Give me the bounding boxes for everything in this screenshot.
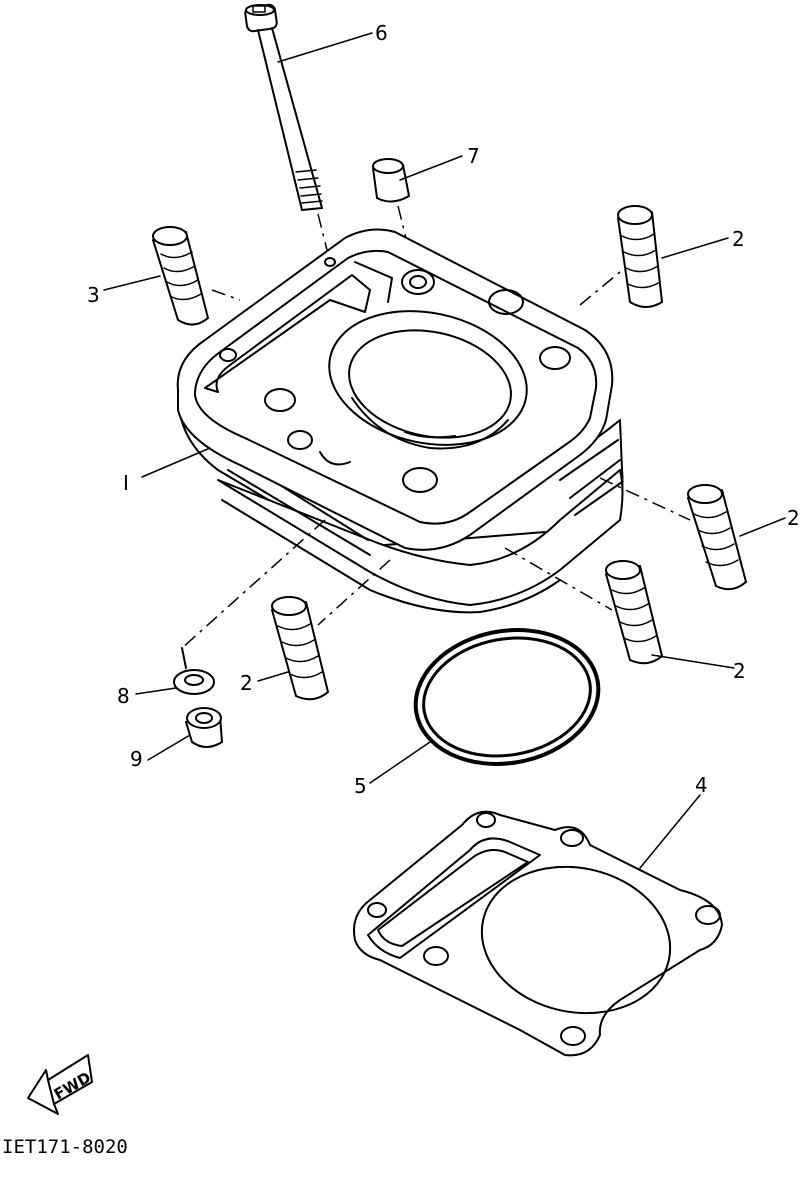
washer-part-8	[173, 519, 326, 695]
gasket-part-4	[353, 810, 723, 1057]
o-ring-part-5	[413, 628, 601, 766]
callout-3: 3	[87, 283, 100, 307]
callout-2-right: 2	[787, 506, 800, 530]
nut-part-9	[185, 707, 223, 748]
stud-part-2-top-right	[579, 205, 663, 308]
dowel-part-7	[372, 158, 413, 263]
stud-part-2-right	[599, 477, 747, 591]
callout-2-top-right: 2	[732, 227, 745, 251]
stud-part-3	[152, 226, 241, 326]
callout-8: 8	[117, 684, 130, 708]
callout-2-bottom-left: 2	[240, 671, 253, 695]
drawing-code: IET171-8020	[2, 1136, 128, 1158]
leader-lines	[103, 32, 786, 869]
bolt-part-6	[244, 3, 331, 263]
callout-7: 7	[467, 144, 480, 168]
callout-6: 6	[375, 21, 388, 45]
callout-1: I	[123, 471, 129, 495]
forward-arrow-icon: FWD	[27, 1054, 94, 1115]
callout-numbers: 6 7 2 3 I 2 2 2 8 9 5 4	[87, 21, 800, 798]
stud-part-2-bottom-right	[504, 547, 663, 665]
callout-2-bottom-right: 2	[733, 659, 746, 683]
callout-5: 5	[354, 774, 367, 798]
cylinder-block-part-1	[176, 228, 624, 614]
stud-part-2-bottom-left	[271, 559, 391, 701]
callout-4: 4	[695, 773, 708, 797]
callout-9: 9	[130, 747, 143, 771]
